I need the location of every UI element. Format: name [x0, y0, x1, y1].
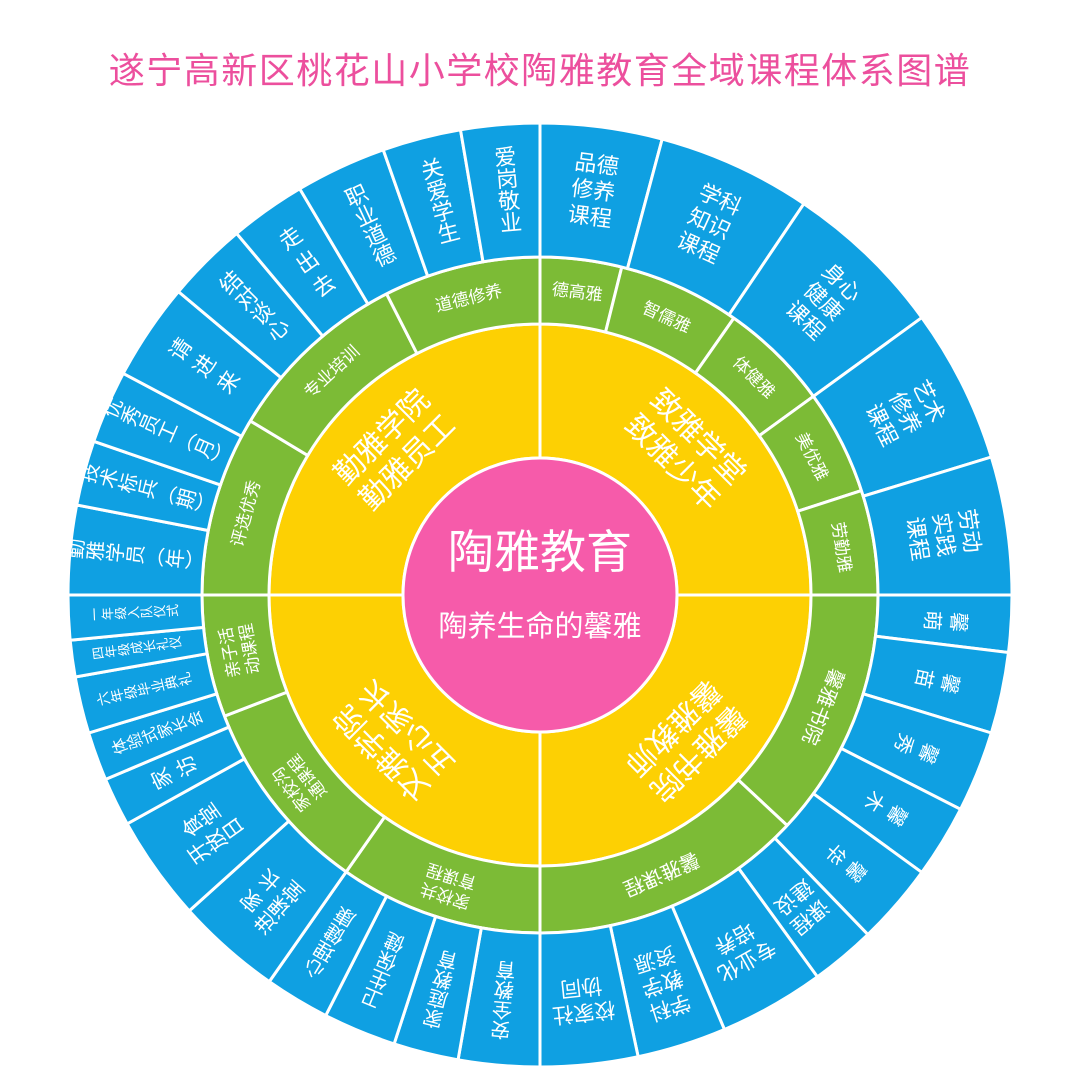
course-label-line: 馨 萌: [922, 606, 970, 633]
course-label: 馨 萌: [922, 606, 970, 633]
course-label-line: 协同: [559, 973, 603, 1001]
course-label-line: 品德: [573, 150, 620, 181]
course-label-line: 课程: [566, 202, 613, 233]
center-circle: [401, 456, 679, 734]
center-subtitle: 陶养生命的馨雅: [438, 609, 641, 643]
course-label-line: 修养: [570, 176, 617, 207]
page-title: 遂宁高新区桃花山小学校陶雅教育全域课程体系图谱: [108, 51, 972, 92]
center-title: 陶雅教育: [448, 525, 632, 579]
course-label-line: 一年级入队仪式: [88, 604, 180, 624]
course-segment: [66, 593, 206, 642]
course-label: 一年级入队仪式: [88, 604, 180, 624]
